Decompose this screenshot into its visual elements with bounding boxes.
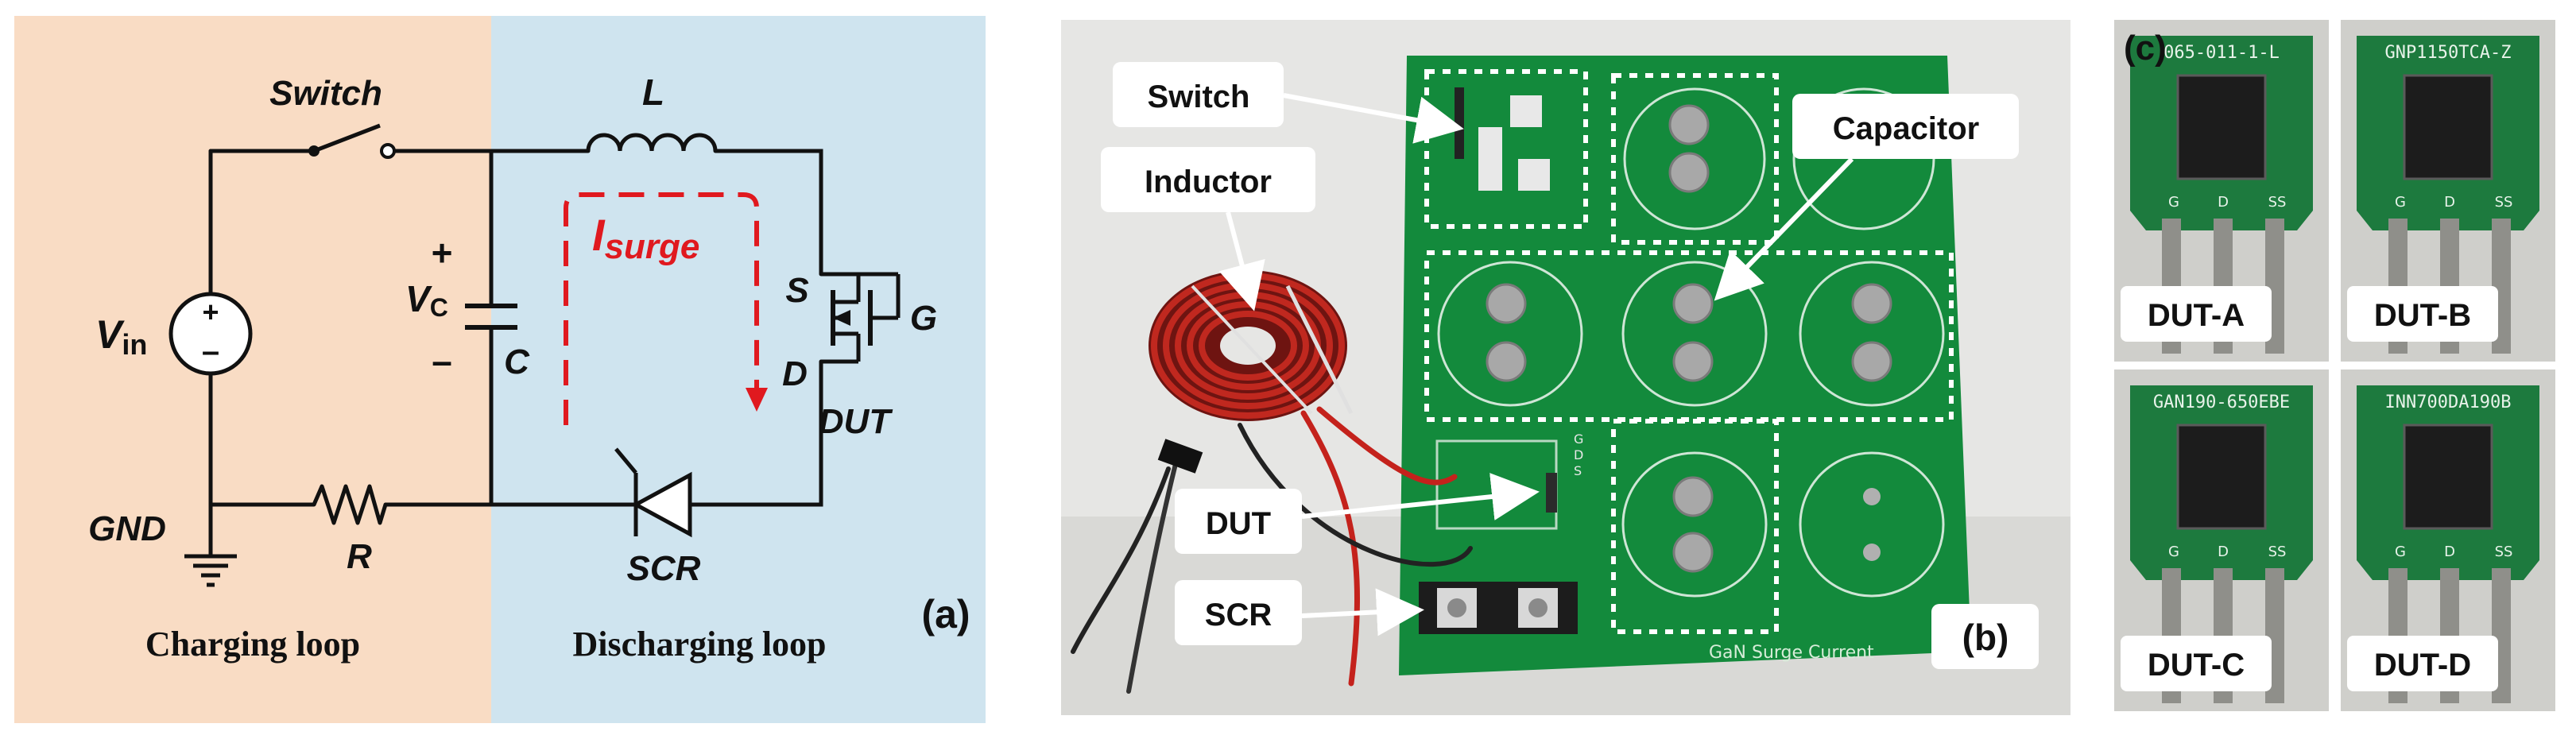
dut-pin-label: SS xyxy=(2268,544,2287,560)
cap-voltage-label: VC xyxy=(405,278,448,322)
source-voltage-label: Vin xyxy=(95,312,147,361)
dut-tile: GAN190-650EBE G D SS DUT-C xyxy=(2114,370,2329,711)
scr-icon xyxy=(614,447,699,538)
scr-label: SCR xyxy=(627,549,701,588)
cap-plus-label: + xyxy=(432,232,453,273)
dut-tile: INN700DA190B G D SS DUT-D xyxy=(2341,370,2555,711)
dut-pin-label: D xyxy=(2444,544,2455,560)
callout-scr-text: SCR xyxy=(1205,598,1273,633)
callout-scr: SCR xyxy=(1175,580,1424,645)
resistor-label: R xyxy=(347,537,372,576)
capacitor-dotted-frame-middle xyxy=(1424,250,1954,422)
source-voltage-sub: in xyxy=(122,328,147,361)
callout-inductor: Inductor xyxy=(1101,147,1315,311)
switch-dotted-frame xyxy=(1424,69,1588,229)
dut-pin-label: G xyxy=(2168,544,2179,560)
panel-b-board-photo: G D S GaN Surge Current xyxy=(1061,20,2070,715)
source-terminal-label: S xyxy=(785,271,808,310)
drain-terminal-label: D xyxy=(782,354,808,393)
board-pin-label-s: S xyxy=(1574,463,1582,478)
dut-pin-label: G xyxy=(2395,544,2406,560)
dut-marking: GAN190-650EBE xyxy=(2153,393,2290,412)
callout-dut-text: DUT xyxy=(1206,506,1271,541)
dut-tile: GNP1150TCA-Z G D SS DUT-B xyxy=(2341,20,2555,362)
dut-pin-label: G xyxy=(2168,194,2179,211)
dut-name-label: DUT-C xyxy=(2148,648,2245,683)
panel-b-label-box: (b) xyxy=(1931,604,2039,669)
dut-pin-label: SS xyxy=(2495,194,2513,211)
panel-b-label: (b) xyxy=(1962,617,2009,658)
surge-current-sub: surge xyxy=(605,227,700,266)
switch-label: Switch xyxy=(269,74,382,113)
callout-switch: Switch xyxy=(1113,62,1464,144)
cables-photo xyxy=(1071,406,1473,694)
voltage-source-icon: + – xyxy=(169,292,253,376)
callout-dut: DUT xyxy=(1175,473,1540,554)
dut-marking: GNP1150TCA-Z xyxy=(2385,43,2512,63)
dut-label: DUT xyxy=(819,402,893,441)
dut-marking: 065-011-1-L xyxy=(2163,43,2280,63)
dut-pin-label: SS xyxy=(2268,194,2287,211)
callout-switch-text: Switch xyxy=(1148,79,1250,114)
callout-capacitor-text: Capacitor xyxy=(1833,111,1980,146)
capacitor-dotted-frame-bottom xyxy=(1611,419,1779,634)
discharging-loop-background xyxy=(491,16,986,723)
svg-text:+: + xyxy=(202,296,219,328)
transistor-icon xyxy=(821,272,901,364)
charging-loop-label: Charging loop xyxy=(145,625,360,664)
callout-inductor-text: Inductor xyxy=(1145,164,1272,199)
discharging-loop-label: Discharging loop xyxy=(572,625,826,664)
dut-tile: 065-011-1-L G D SS DUT-A xyxy=(2114,20,2329,362)
dut-name-label: DUT-A xyxy=(2148,298,2245,333)
svg-text:–: – xyxy=(202,334,219,369)
dut-pin-label: D xyxy=(2444,194,2455,211)
panel-a-circuit: + – xyxy=(14,16,986,723)
pcb-board: G D S GaN Surge Current xyxy=(1399,56,1971,675)
panel-a-label: (a) xyxy=(921,592,970,636)
surge-current-main: I xyxy=(592,210,606,260)
resistor-icon xyxy=(312,484,388,525)
circuit-wires xyxy=(208,149,823,559)
inductor-icon xyxy=(586,133,718,152)
cap-voltage-main: V xyxy=(405,278,432,319)
board-pin-label-g: G xyxy=(1574,431,1583,447)
cap-voltage-sub: C xyxy=(430,293,448,322)
dut-pin-label: D xyxy=(2218,194,2229,211)
capacitor-icon xyxy=(465,304,517,330)
panel-c-label: (c) xyxy=(2124,29,2167,68)
callout-capacitor: Capacitor xyxy=(1714,94,2019,301)
board-silkscreen-text: GaN Surge Current xyxy=(1709,643,1874,663)
capacitor-label: C xyxy=(504,342,530,381)
inductor-label: L xyxy=(642,72,664,113)
surge-current-label: Isurge xyxy=(592,210,699,266)
dut-marking: INN700DA190B xyxy=(2385,393,2512,412)
source-voltage-main: V xyxy=(95,312,125,357)
gnd-label: GND xyxy=(88,509,166,548)
dut-name-label: DUT-D xyxy=(2374,648,2471,683)
cap-minus-label: – xyxy=(432,340,452,381)
gate-terminal-label: G xyxy=(910,299,937,338)
charging-loop-background xyxy=(14,16,491,723)
switch-icon xyxy=(308,123,396,159)
ground-icon xyxy=(184,554,237,587)
dut-pin-label: D xyxy=(2218,544,2229,560)
capacitor-dotted-frame-top xyxy=(1611,73,1779,245)
surge-current-path xyxy=(564,192,768,425)
dut-pin-label: G xyxy=(2395,194,2406,211)
dut-name-label: DUT-B xyxy=(2374,298,2471,333)
dut-pin-label: SS xyxy=(2495,544,2513,560)
board-pin-label-d: D xyxy=(1574,447,1583,462)
panel-c-dut-photos: 065-011-1-L G D SS DUT-A GNP1150TCA-Z G D SS DUT-… xyxy=(2114,20,2555,711)
